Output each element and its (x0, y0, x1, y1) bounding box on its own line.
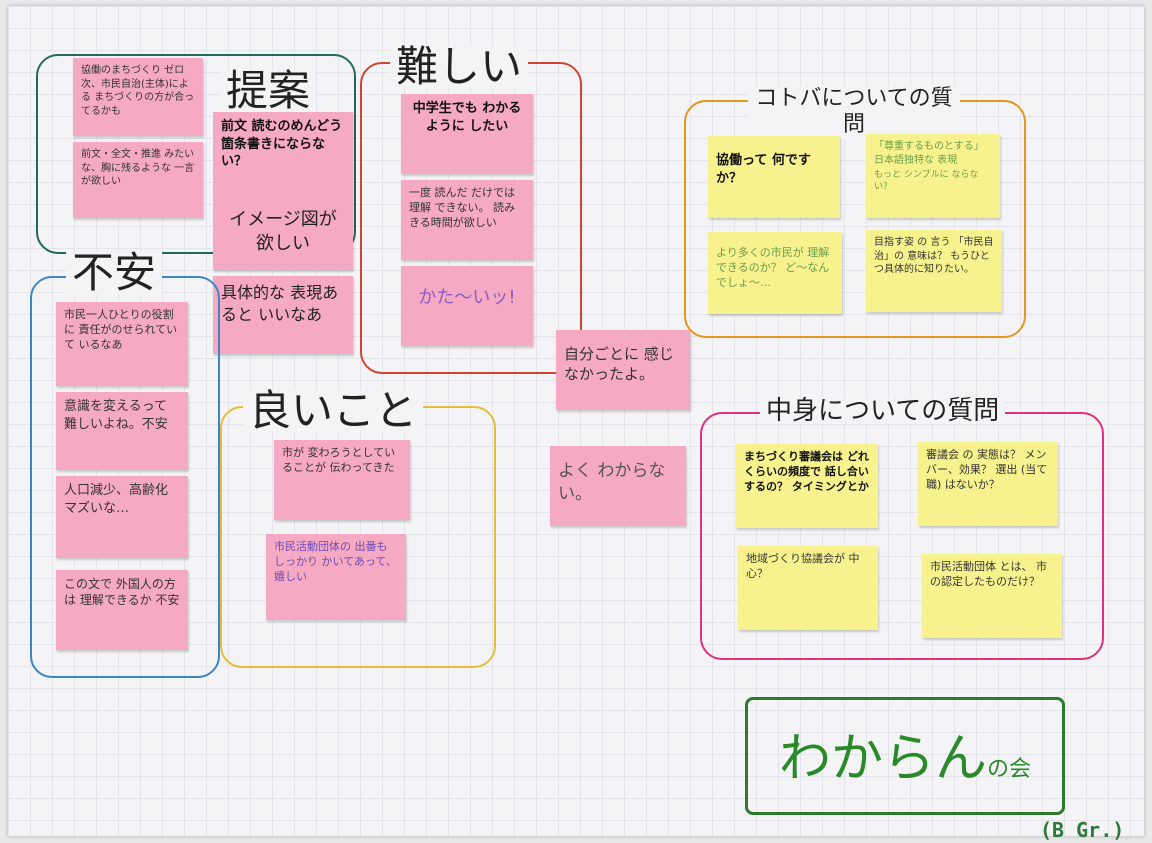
note-teian-5: 具体的な 表現あると いいなあ (213, 276, 353, 354)
group-teian-frame (36, 54, 356, 254)
title-sub: の会 (987, 757, 1032, 782)
note-nakami-3: 地域づくり協議会が 中心？ (738, 546, 878, 630)
note-mid-2: よく わからない。 (550, 446, 686, 526)
note-muzukashii-2: 一度 読んだ だけでは 理解 できない。 読みきる時間が欲しい (401, 180, 533, 260)
note-kotoba-2-aside: もっと シンプルに ならない？ (874, 170, 979, 193)
note-mid-1: 自分ごとに 感じなかったよ。 (556, 330, 690, 410)
note-kotoba-2-main: 「尊重するものとする」 日本語独特な 表現 (874, 141, 984, 166)
group-label: (B Gr.) (1040, 818, 1125, 842)
group-fuan-heading: 不安 (66, 252, 163, 294)
note-nakami-2: 審議会 の 実態は？ メンバー、効果？ 選出 (当て職) はないか？ (918, 442, 1058, 526)
note-muzukashii-3: かた〜いッ! (401, 266, 533, 346)
group-muzukashii-heading: 難しい (390, 46, 529, 88)
group-nakami-heading: 中身についての質問 (760, 398, 1006, 424)
note-nakami-4: 市民活動団体 とは、 市の認定したものだけ？ (922, 554, 1062, 638)
note-fuan-2: 意識を変えるって 難しいよね。不安 (56, 392, 188, 470)
note-fuan-1: 市民一人ひとりの役割に 責任がのせられていて いるなあ (56, 302, 188, 386)
note-nakami-1: まちづくり審議会は どれくらいの頻度で 話し合いするの？ タイミングとか (736, 444, 878, 528)
group-kotoba-heading: コトバについての質問 (748, 86, 960, 139)
note-yoi-2: 市民活動団体の 出番もしっかり かいてあって、嬉しい (266, 534, 406, 620)
note-kotoba-2: 「尊重するものとする」 日本語独特な 表現 もっと シンプルに ならない？ (866, 134, 1000, 218)
note-yoi-1: 市が 変わろうとしていることが 伝わってきた (274, 440, 410, 520)
poster-board: 提案 協働のまちづくり ゼロ次、市民自治(主体)による まちづくりの方が合ってる… (8, 6, 1144, 836)
note-teian-3: 前文・全文・推進 みたいな、胸に残るような 一言が欲しい (73, 142, 203, 218)
title-main: わからん (778, 729, 987, 789)
group-teian-heading: 提案 (220, 70, 317, 112)
note-muzukashii-1: 中学生でも わかるように したい (401, 94, 533, 174)
note-teian-2: 前文 読むのめんどう 箇条書きにならない？ (213, 112, 353, 194)
note-fuan-4: この文で 外国人の方は 理解できるか 不安 (56, 570, 188, 650)
note-kotoba-1: 協働って 何ですか？ (708, 136, 840, 218)
note-kotoba-3: より多くの市民が 理解できるのか？ ど〜なんでしょ〜… (708, 232, 842, 314)
note-kotoba-4: 目指す姿 の 言う 「市民自治」の 意味は？ もうひとつ具体的に知りたい。 (866, 230, 1002, 312)
note-fuan-3: 人口減少、高齢化 マズいな… (56, 476, 188, 558)
note-teian-4: イメージ図が 欲しい (213, 194, 353, 270)
note-teian-1: 協働のまちづくり ゼロ次、市民自治(主体)による まちづくりの方が合ってるかも (73, 58, 203, 136)
title-box: わからんの会 (745, 697, 1065, 815)
group-yoikoto-heading: 良いこと (243, 390, 424, 432)
